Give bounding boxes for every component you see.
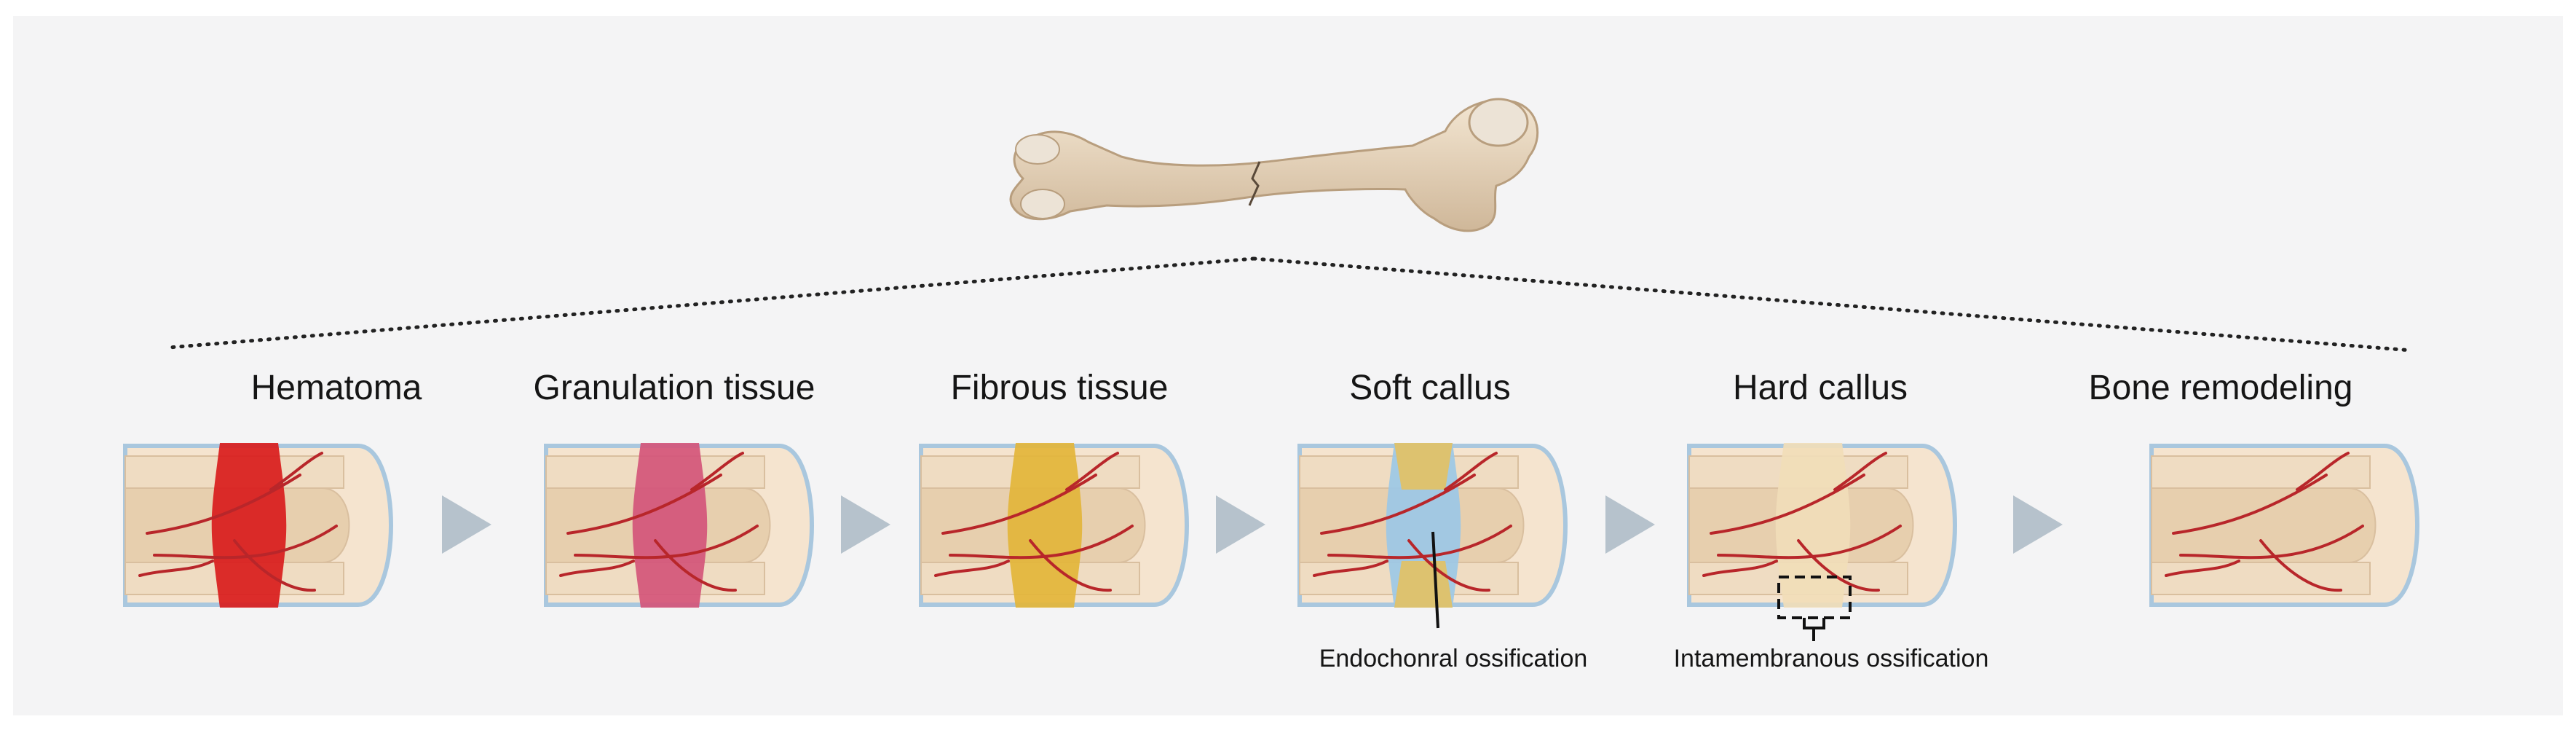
stage-title-remodeling: Bone remodeling (2088, 369, 2353, 407)
endochondral-label: Endochonral ossification (1319, 645, 1588, 672)
stage-bone-segment (1687, 443, 1957, 608)
blood-vessel (269, 452, 323, 491)
blood-vessel (690, 452, 744, 491)
blood-vessel (1029, 539, 1112, 592)
femoral-head (1468, 98, 1529, 147)
cartilage-callus-top (1394, 443, 1453, 490)
stage-title-soft-callus: Soft callus (1349, 369, 1511, 407)
stage-title-fibrous: Fibrous tissue (950, 369, 1169, 407)
blood-vessel (2259, 539, 2342, 592)
blood-vessel (2179, 525, 2364, 560)
intramembranous-pointer (1803, 618, 1825, 641)
blood-vessel (559, 560, 635, 577)
blood-vessel (654, 539, 737, 592)
blood-vessel (1444, 452, 1498, 491)
blood-vessel (2165, 560, 2240, 577)
dotted-line-right (1252, 256, 2414, 353)
stage-title-hard-callus: Hard callus (1732, 369, 1908, 407)
stage-arrow (841, 495, 890, 554)
blood-vessel (574, 525, 759, 560)
blood-vessel (566, 474, 722, 535)
fracture-tissue (632, 443, 708, 608)
blood-vessel (1407, 539, 1490, 592)
dotted-line-left (167, 256, 1256, 350)
blood-vessel (949, 525, 1134, 560)
blood-vessel (934, 560, 1010, 577)
fracture-line (1248, 161, 1261, 206)
stage-arrow (1216, 495, 1265, 554)
stage-bone-segment (123, 443, 393, 608)
blood-vessel (1717, 525, 1902, 560)
femoral-condyle-bottom (1020, 189, 1065, 219)
stage-arrow (442, 495, 491, 554)
blood-vessel (941, 474, 1097, 535)
blood-vessel (2296, 452, 2350, 491)
femur-shape (1009, 98, 1539, 232)
blood-vessel (1833, 452, 1887, 491)
medullary-canal (2151, 487, 2377, 563)
blood-vessel (1702, 560, 1778, 577)
stage-bone-segment (544, 443, 814, 608)
fracture-tissue (211, 443, 287, 608)
intramembranous-label: Intamembranous ossification (1673, 645, 1989, 672)
stage-title-granulation: Granulation tissue (533, 369, 815, 407)
stage-bone-segment (2149, 444, 2419, 607)
blood-vessel (146, 474, 301, 535)
blood-vessel (2172, 474, 2328, 535)
stage-bone-segment (919, 443, 1189, 608)
blood-vessel (233, 539, 316, 592)
femoral-condyle-top (1015, 134, 1060, 165)
intramembranous-bracket (1777, 576, 1852, 619)
blood-vessel (1710, 474, 1865, 535)
blood-vessel (1313, 560, 1388, 577)
blood-vessel (1320, 474, 1476, 535)
stage-arrow (2013, 495, 2063, 554)
blood-vessel (1327, 525, 1512, 560)
stage-bone-segment (1297, 443, 1568, 608)
fracture-tissue (1007, 443, 1083, 608)
blood-vessel (1797, 539, 1880, 592)
stage-arrow (1605, 495, 1655, 554)
endochondral-pointer (1431, 531, 1439, 629)
blood-vessel (153, 525, 338, 560)
stage-title-hematoma: Hematoma (250, 369, 422, 407)
diagram-background (13, 16, 2563, 715)
cartilage-callus-bottom (1394, 561, 1453, 608)
blood-vessel (1065, 452, 1119, 491)
femur-illustration (1009, 98, 1539, 232)
stage-graphics (123, 443, 2419, 608)
blood-vessel (138, 560, 214, 577)
fracture-tissue (1775, 443, 1851, 608)
